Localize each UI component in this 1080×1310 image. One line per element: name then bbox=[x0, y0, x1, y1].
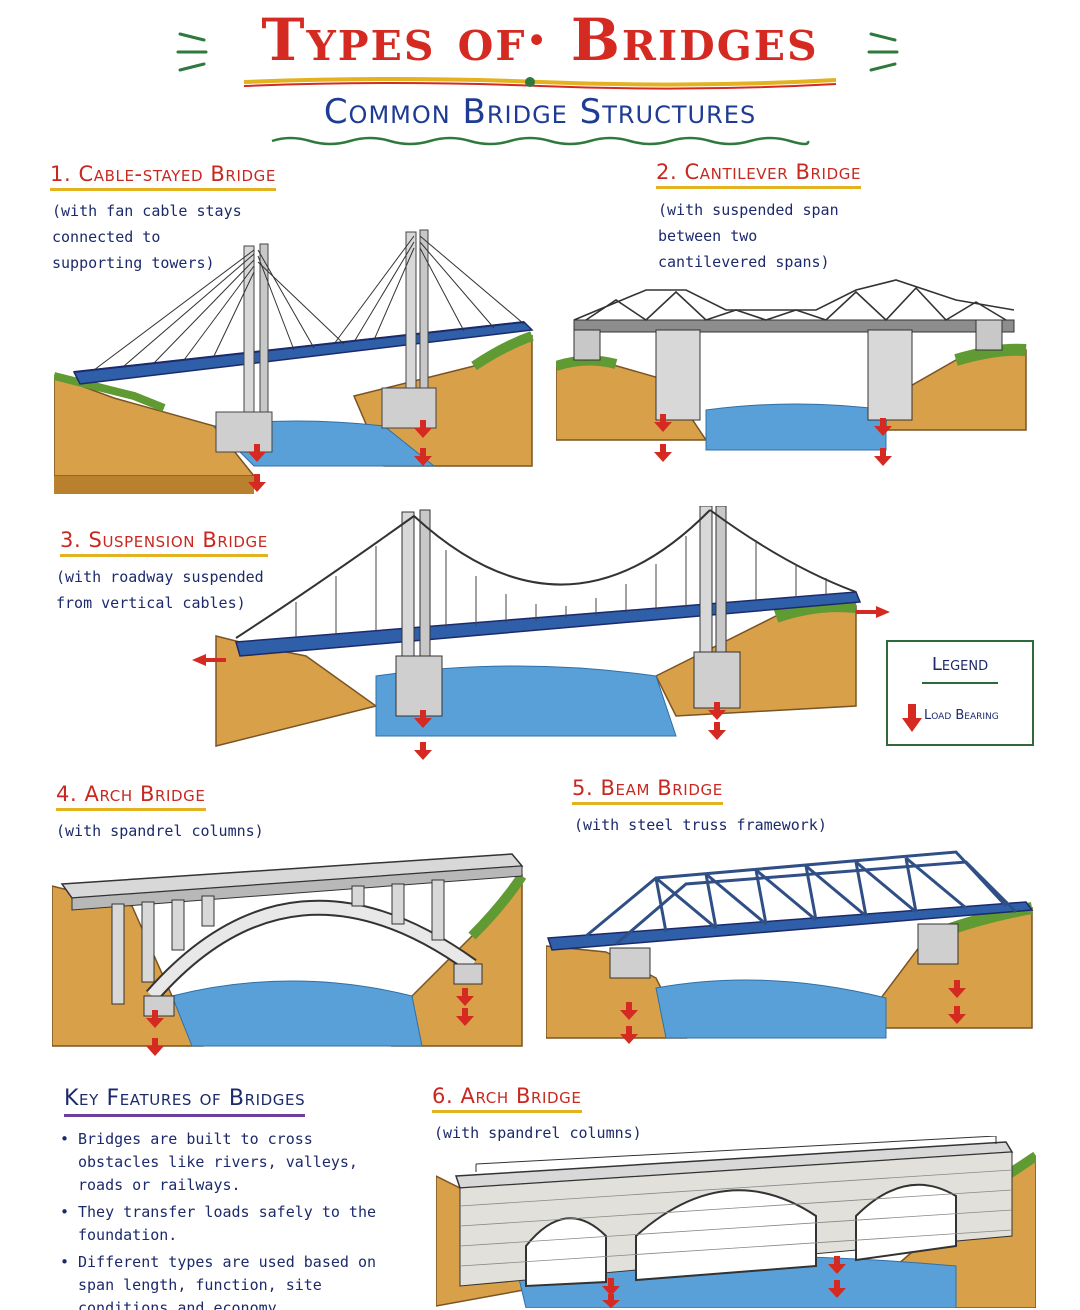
section-6-title: 6. Arch Bridge bbox=[432, 1084, 582, 1113]
legend-divider bbox=[922, 682, 998, 684]
section-3-description: (with roadway suspended from vertical ca… bbox=[56, 568, 264, 612]
subtitle-underline bbox=[271, 136, 810, 146]
key-feature-item: Bridges are built to cross obstacles lik… bbox=[58, 1128, 388, 1197]
title-left-decoration bbox=[176, 32, 208, 72]
title-right-decoration bbox=[867, 32, 899, 72]
key-feature-item: They transfer loads safely to the founda… bbox=[58, 1201, 388, 1247]
key-features-title: Key Features of Bridges bbox=[64, 1086, 306, 1117]
cable-stayed-bridge-illustration bbox=[54, 229, 534, 494]
legend-item-load-bearing: Load Bearing bbox=[924, 708, 999, 723]
section-5-title: 5. Beam Bridge bbox=[572, 776, 723, 805]
page-subtitle: Common Bridge Structures bbox=[323, 92, 757, 132]
section-2-title: 2. Cantilever Bridge bbox=[656, 160, 862, 189]
page-title: Types of· Bridges bbox=[261, 6, 819, 74]
suspension-bridge-illustration bbox=[192, 506, 890, 760]
section-1-title: 1. Cable-stayed Bridge bbox=[50, 162, 276, 191]
section-5-description: (with steel truss framework) bbox=[574, 816, 827, 834]
key-features-list: Bridges are built to cross obstacles lik… bbox=[58, 1128, 388, 1310]
section-2-description: (with suspended span between two cantile… bbox=[658, 201, 839, 271]
legend-title: Legend bbox=[931, 654, 989, 675]
section-3-title: 3. Suspension Bridge bbox=[60, 528, 268, 557]
cantilever-bridge-illustration bbox=[556, 279, 1027, 466]
legend-box: Legend Load Bearing bbox=[886, 640, 1034, 746]
key-feature-item: Different types are used based on span l… bbox=[58, 1251, 388, 1310]
load-bearing-arrow-icon bbox=[902, 704, 922, 732]
stone-arch-bridge-illustration bbox=[436, 1136, 1036, 1308]
section-6-description: (with spandrel columns) bbox=[434, 1124, 642, 1142]
section-4-title: 4. Arch Bridge bbox=[56, 782, 206, 811]
section-1-description: (with fan cable stays connected to suppo… bbox=[52, 202, 242, 272]
title-underline bbox=[243, 77, 837, 90]
arch-bridge-illustration bbox=[52, 853, 527, 1056]
beam-bridge-illustration bbox=[546, 850, 1034, 1044]
section-4-description: (with spandrel columns) bbox=[56, 822, 264, 840]
